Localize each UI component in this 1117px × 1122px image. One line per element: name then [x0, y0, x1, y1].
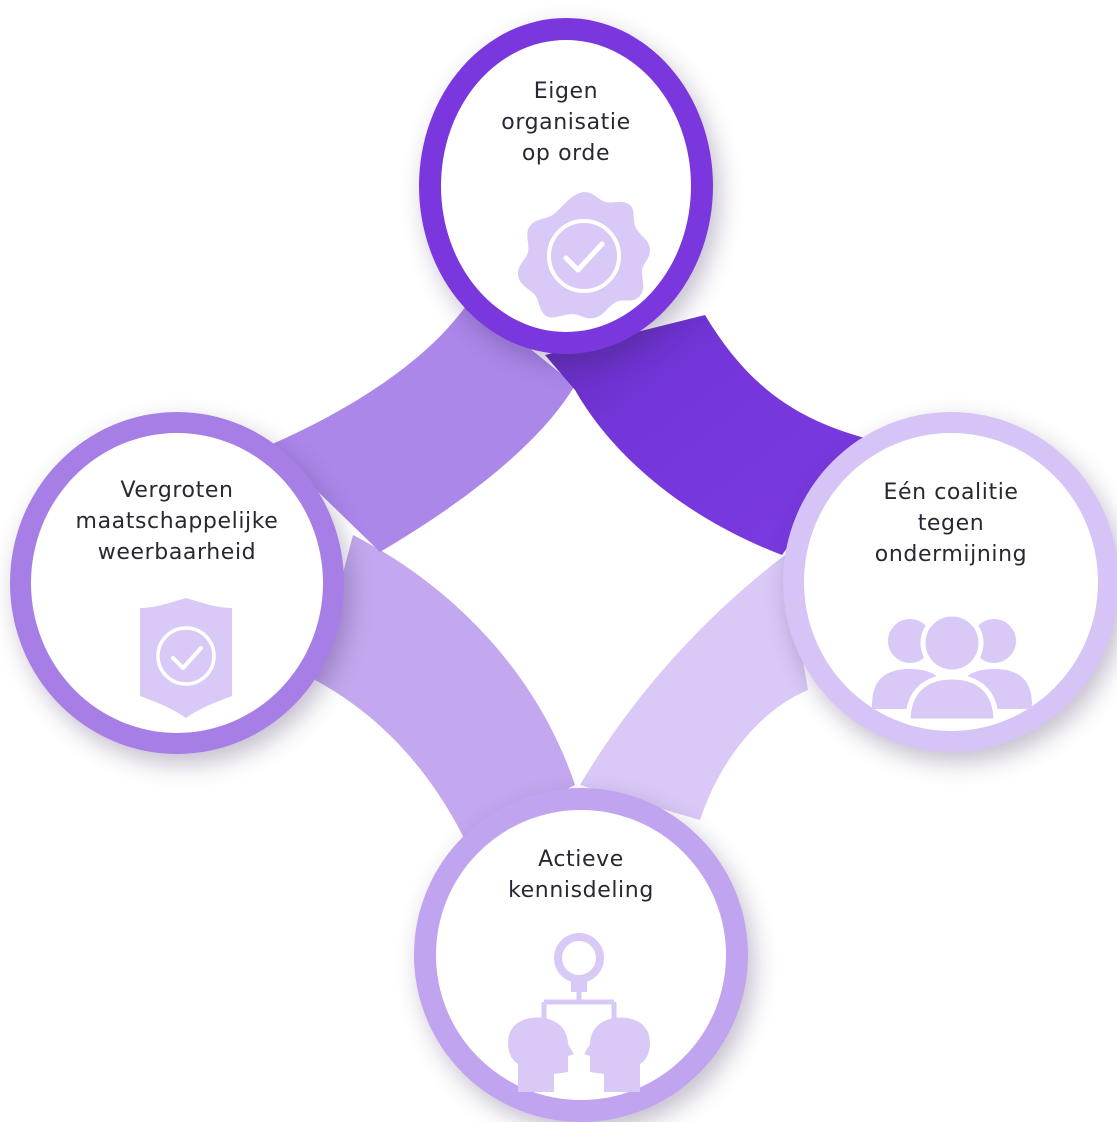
- label-line: Eén coalitie: [883, 480, 1019, 505]
- node-label: Actieve kennisdeling: [436, 844, 726, 906]
- band-bottom-to-right: [580, 555, 808, 820]
- label-line: ondermijning: [874, 542, 1028, 567]
- node-een-coalitie: Eén coalitie tegen ondermijning: [783, 412, 1117, 752]
- band-left-to-top: [270, 300, 575, 552]
- knowledge-sharing-icon: [508, 933, 650, 1092]
- label-line: maatschappelijke: [75, 509, 279, 534]
- label-line: kennisdeling: [508, 878, 654, 903]
- badge-check-icon: [518, 192, 650, 319]
- node-maatschappelijke-weerbaarheid: Vergroten maatschappelijke weerbaarheid: [10, 412, 344, 754]
- label-line: tegen: [917, 511, 985, 536]
- label-line: weerbaarheid: [97, 540, 257, 565]
- label-line: Actieve: [538, 847, 624, 872]
- node-eigen-organisatie: Eigen organisatie op orde: [419, 18, 713, 354]
- band-top-to-right: [545, 315, 865, 555]
- node-label: Eigen organisatie op orde: [441, 76, 691, 169]
- shield-check-icon: [140, 598, 232, 718]
- label-line: Eigen: [533, 79, 599, 104]
- label-line: Vergroten: [120, 478, 234, 503]
- node-label: Vergroten maatschappelijke weerbaarheid: [31, 475, 323, 568]
- label-line: organisatie: [501, 110, 631, 135]
- band-left-to-bottom: [315, 535, 575, 840]
- node-actieve-kennisdeling: Actieve kennisdeling: [414, 788, 748, 1122]
- label-line: op orde: [521, 141, 611, 166]
- group-icon: [872, 613, 1032, 723]
- node-label: Eén coalitie tegen ondermijning: [804, 477, 1098, 570]
